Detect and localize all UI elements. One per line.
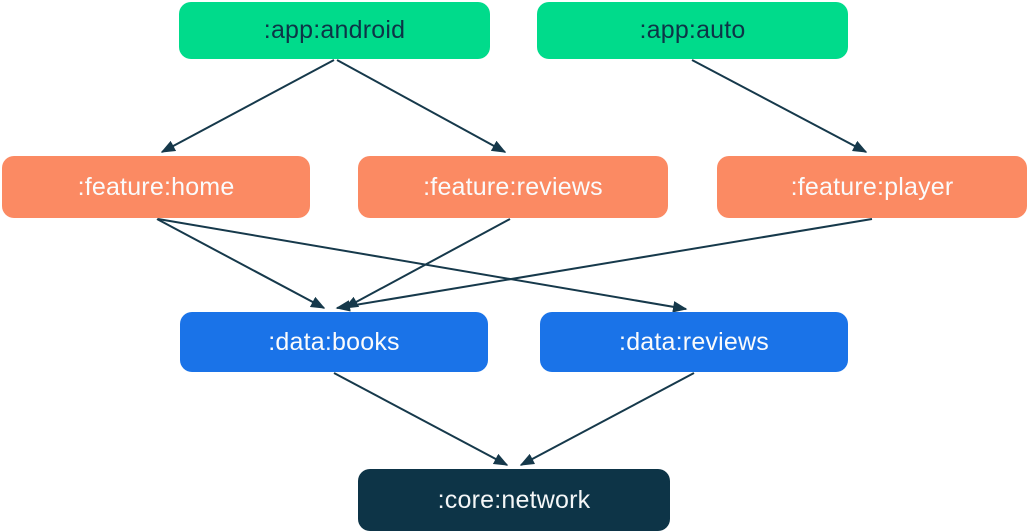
- node-feature-player: :feature:player: [717, 156, 1027, 218]
- node-label-core-network: :core:network: [437, 485, 591, 514]
- edge-feature-reviews-to-data-books: [343, 218, 511, 309]
- node-core-network: :core:network: [358, 469, 670, 531]
- node-app-auto: :app:auto: [537, 2, 848, 59]
- node-app-android: :app:android: [179, 2, 490, 59]
- edge-group: [156, 59, 873, 466]
- edge-feature-home-to-data-books: [156, 218, 326, 309]
- edge-app-android-to-feature-reviews: [336, 59, 507, 153]
- node-label-data-reviews: :data:reviews: [619, 327, 769, 356]
- edge-app-auto-to-feature-player: [691, 59, 868, 153]
- node-label-app-auto: :app:auto: [639, 16, 746, 44]
- node-label-app-android: :app:android: [263, 16, 406, 44]
- node-label-data-books: :data:books: [268, 327, 400, 356]
- node-data-books: :data:books: [180, 312, 488, 372]
- edge-app-android-to-feature-home: [160, 59, 335, 153]
- node-feature-reviews: :feature:reviews: [358, 156, 668, 218]
- edge-data-reviews-to-core-network: [519, 372, 695, 466]
- node-data-reviews: :data:reviews: [540, 312, 848, 372]
- node-label-feature-home: :feature:home: [77, 172, 235, 201]
- node-label-feature-player: :feature:player: [790, 172, 954, 201]
- node-feature-home: :feature:home: [2, 156, 310, 218]
- edge-feature-home-to-data-reviews: [157, 218, 688, 313]
- edge-feature-player-to-data-books: [335, 218, 873, 312]
- edge-data-books-to-core-network: [333, 372, 509, 466]
- node-label-feature-reviews: :feature:reviews: [423, 172, 603, 201]
